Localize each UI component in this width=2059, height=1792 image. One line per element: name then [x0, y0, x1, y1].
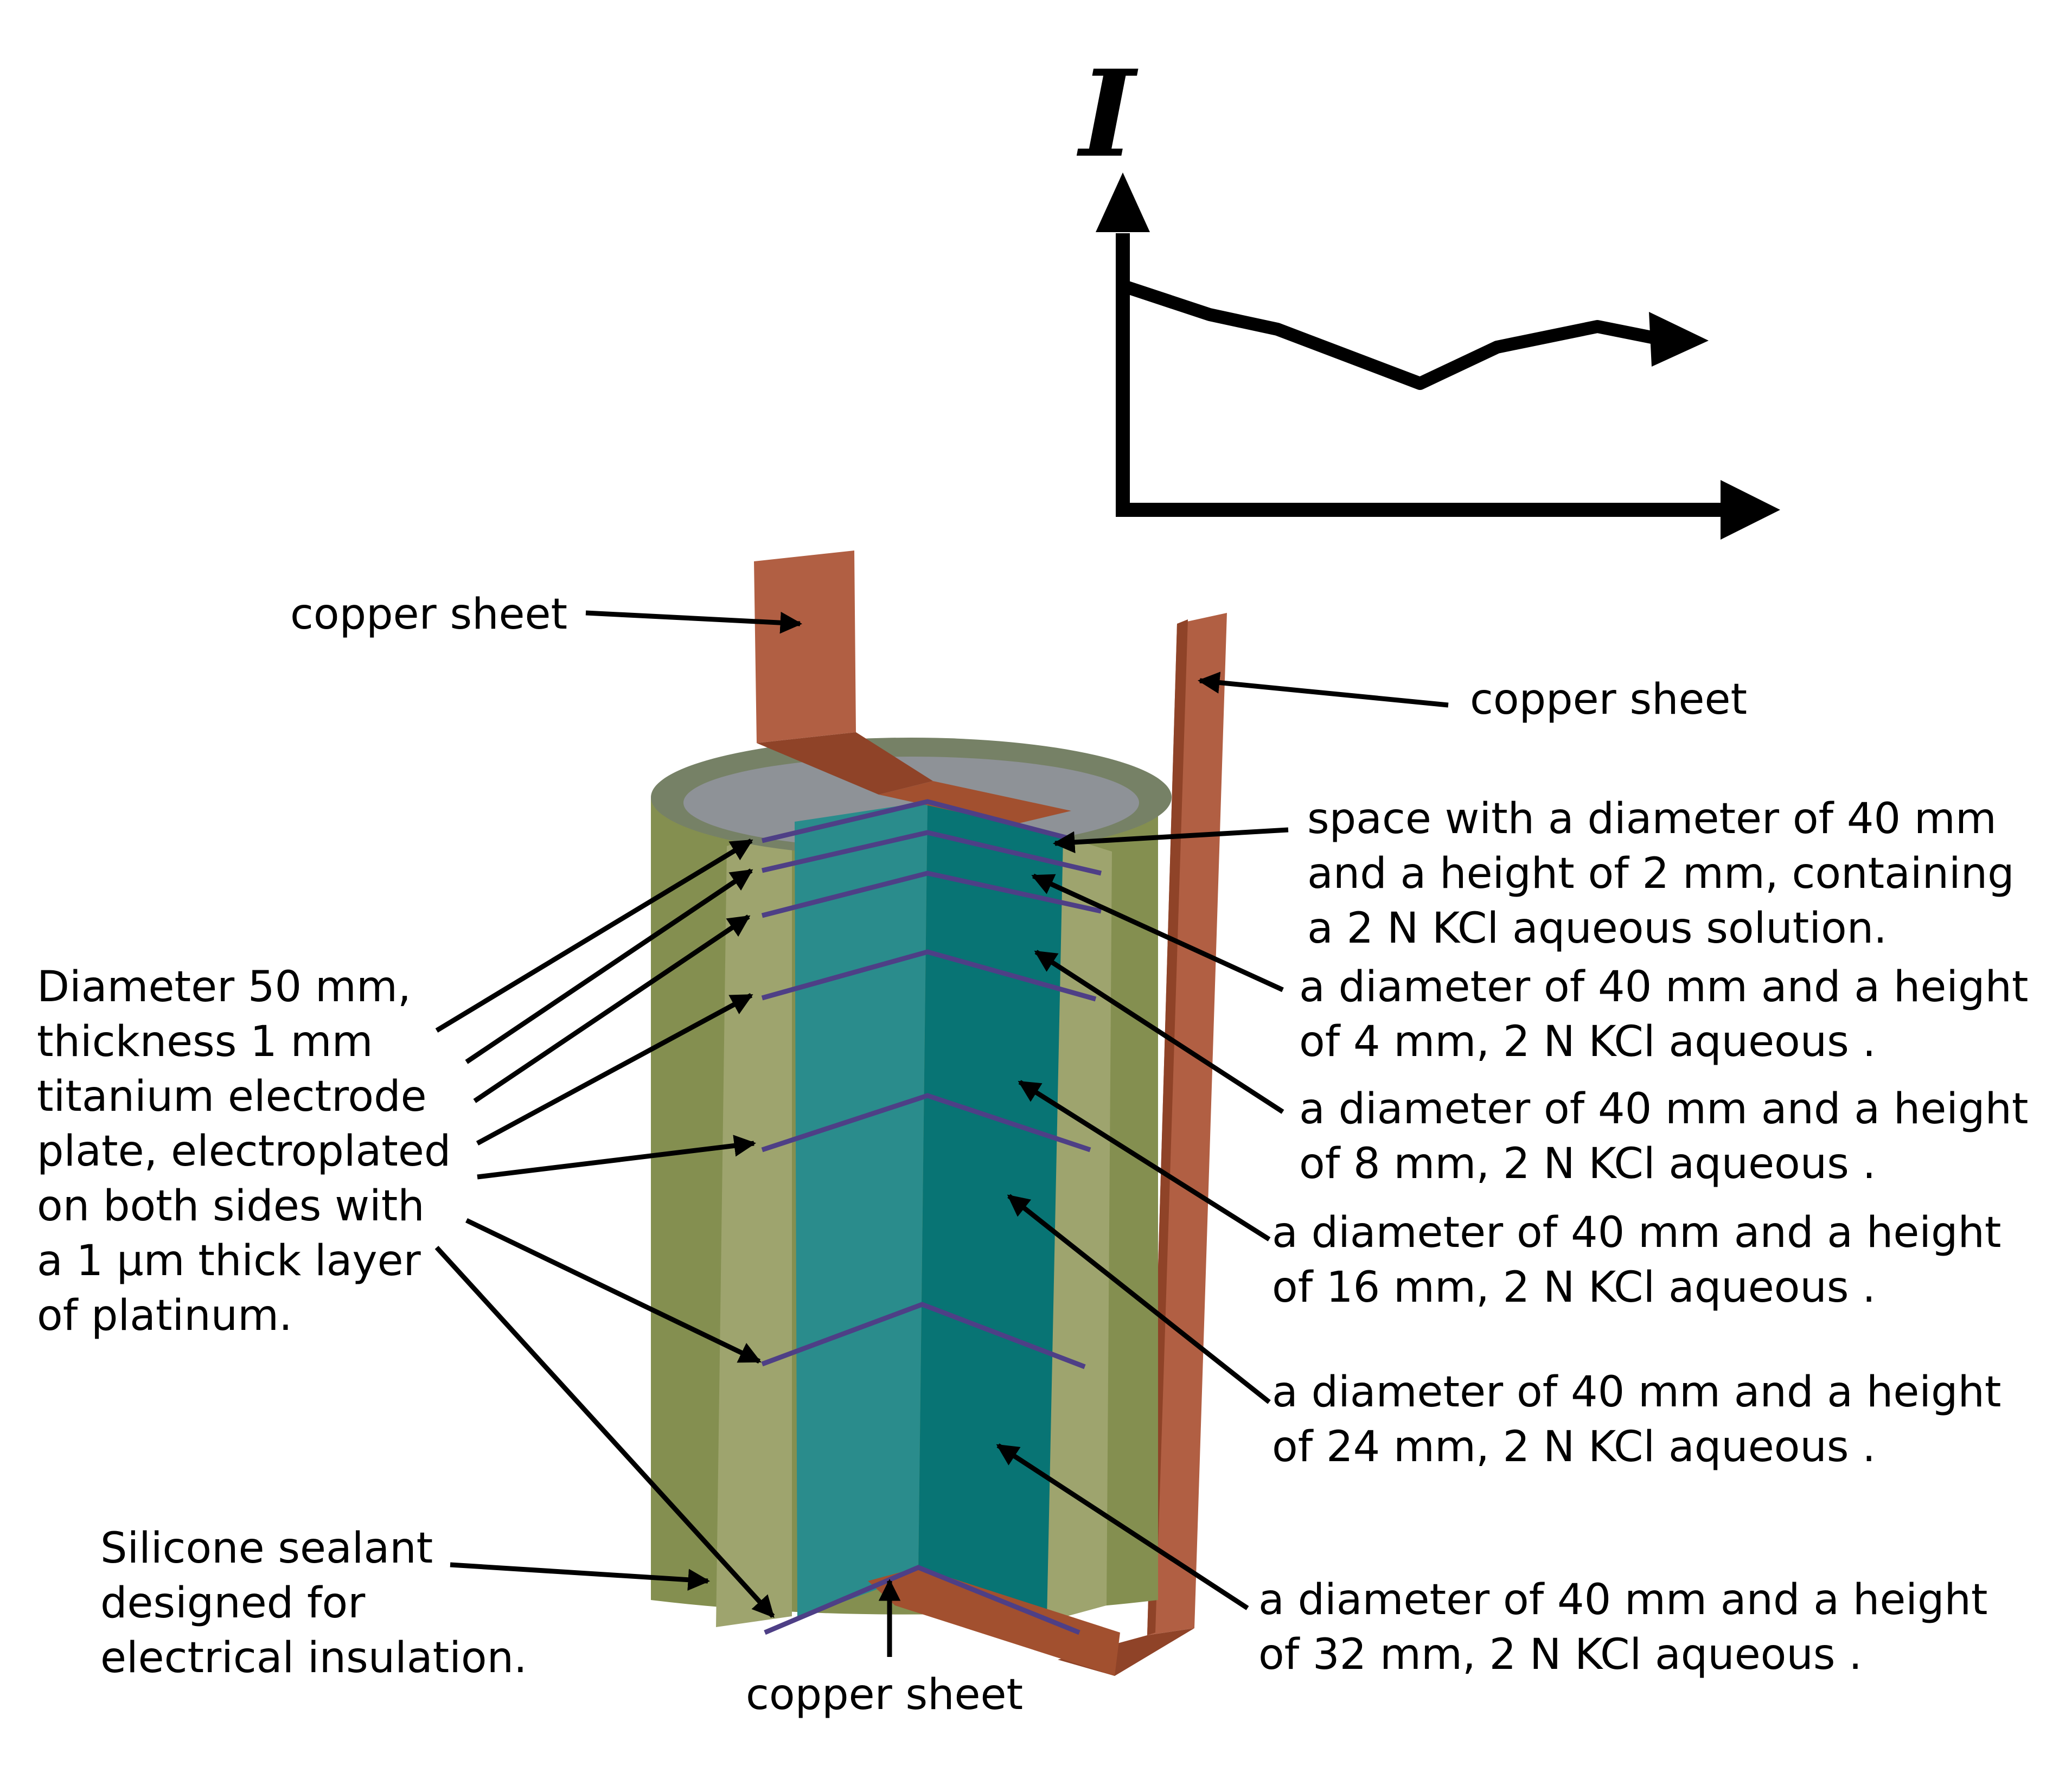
- arrow-electrode: [435, 839, 753, 1033]
- solution-left-face: [795, 802, 928, 1619]
- arrow-layer-32mm: [996, 1443, 1249, 1610]
- solution-right-face: [918, 802, 1063, 1619]
- cylinder-inner-wall-left: [716, 824, 792, 1627]
- electrode-plate: [761, 830, 1102, 876]
- arrow-sealant: [450, 1562, 711, 1591]
- copper-sheet-top-vertical: [754, 551, 856, 743]
- copper-sheet-bottom: [868, 1567, 1120, 1676]
- copper-sheet-top-bend: [757, 732, 933, 795]
- label-layer-24mm: a diameter of 40 mm and a height of 24 m…: [1272, 1368, 2002, 1471]
- electrode-plate: [761, 1302, 1086, 1369]
- graph-axis-label-i: I: [1079, 43, 1135, 184]
- label-copper-sheet-bottom: copper sheet: [746, 1671, 1024, 1719]
- arrow-electrode: [465, 1218, 762, 1364]
- arrow-copper-top: [585, 610, 803, 634]
- copper-sheet-top-tab: [879, 781, 1071, 824]
- arrow-electrode: [465, 868, 753, 1064]
- graph-y-axis-arrowhead: [1096, 172, 1150, 232]
- arrow-layer-8mm: [1034, 950, 1284, 1114]
- current-sketch-graph: [1096, 172, 1780, 540]
- arrow-space-2mm: [1052, 827, 1289, 854]
- label-copper-sheet-top: copper sheet: [290, 590, 568, 639]
- arrow-electrode: [476, 993, 753, 1145]
- electrode-plate: [761, 799, 1075, 843]
- arrow-layer-4mm: [1031, 873, 1284, 993]
- graph-current-curve: [1116, 279, 1658, 390]
- graph-curve-arrowhead: [1649, 312, 1709, 367]
- label-copper-sheet-right: copper sheet: [1470, 675, 1748, 724]
- copper-sheet-top: [754, 551, 1071, 824]
- cylinder-inner-wall-right: [1047, 835, 1112, 1622]
- label-layer-8mm: a diameter of 40 mm and a height of 8 mm…: [1299, 1085, 2029, 1188]
- kcl-solution-cutaway: [795, 802, 1063, 1619]
- arrow-electrode: [434, 1245, 775, 1618]
- label-space-2mm: space with a diameter of 40 mm and a hei…: [1307, 795, 2015, 953]
- arrow-electrode: [473, 914, 751, 1103]
- copper-sheet-right-face: [1147, 613, 1227, 1635]
- electrode-plate: [761, 871, 1102, 918]
- copper-sheet-bottom-bar: [868, 1567, 1120, 1676]
- label-layer-32mm: a diameter of 40 mm and a height of 32 m…: [1258, 1576, 1988, 1679]
- electrode-plate: [761, 1093, 1091, 1153]
- label-silicone-sealant: Silicone sealant designed for electrical…: [100, 1524, 527, 1682]
- graph-x-axis-arrowhead: [1721, 480, 1780, 540]
- electrode-plates: [761, 799, 1102, 1635]
- arrow-layer-24mm: [1007, 1194, 1271, 1404]
- arrow-electrode: [477, 1135, 757, 1180]
- arrow-copper-right: [1197, 671, 1449, 708]
- arrow-layer-16mm: [1018, 1080, 1271, 1241]
- electrode-plate: [764, 1565, 1080, 1635]
- leader-arrows: [434, 610, 1449, 1657]
- electrode-plate: [761, 949, 1097, 1002]
- label-electrode-plate: Diameter 50 mm, thickness 1 mm titanium …: [37, 963, 451, 1340]
- label-layer-16mm: a diameter of 40 mm and a height of 16 m…: [1272, 1208, 2002, 1312]
- label-layer-4mm: a diameter of 40 mm and a height of 4 mm…: [1299, 963, 2029, 1066]
